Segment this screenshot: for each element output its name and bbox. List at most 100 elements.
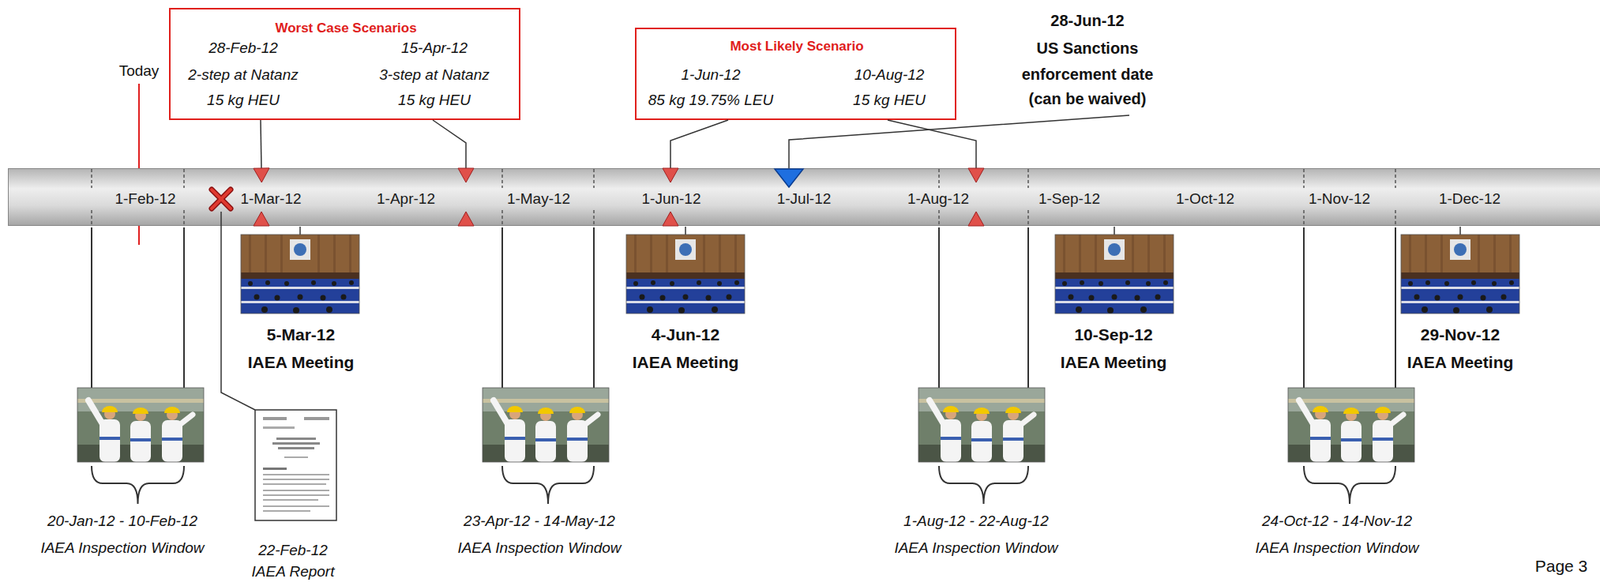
window-dashed-line-part <box>1303 210 1305 226</box>
window-dashed-line-part <box>90 169 93 188</box>
scenario-marker-part <box>968 211 985 226</box>
meeting-date: 5-Mar-12 <box>266 325 335 345</box>
report-date: 22-Feb-12 <box>258 541 328 560</box>
meeting-label: IAEA Meeting <box>632 353 740 372</box>
arrow-head <box>253 168 270 183</box>
inspector-photo <box>482 387 609 462</box>
scenario-marker <box>253 211 985 226</box>
report-x-mark-part <box>211 189 231 209</box>
scenario-connector <box>253 120 270 183</box>
report-icon-part <box>262 510 311 512</box>
inspection-window-lines-part <box>183 227 185 388</box>
meeting-label: IAEA Meeting <box>247 353 355 372</box>
report-icon-part <box>262 494 330 496</box>
window-dashed-line-part <box>1027 169 1030 188</box>
scenario-box: Worst Case Scenarios28-Feb-122-step at N… <box>169 7 521 121</box>
scenario-title: Most Likely Scenario <box>729 38 864 55</box>
window-dashed-line-part <box>1394 210 1397 226</box>
arrow-head <box>968 168 985 183</box>
report-x-mark <box>211 189 231 209</box>
report-icon-part <box>262 473 330 476</box>
connector-line <box>260 120 262 169</box>
window-dashed-line-part <box>1027 210 1030 226</box>
month-label: 1-Mar-12 <box>240 190 301 208</box>
report-icon-part <box>276 437 316 440</box>
month-label: 1-Feb-12 <box>114 190 176 208</box>
meeting-photo <box>626 234 745 314</box>
meeting-photo <box>1055 234 1174 314</box>
meeting-stub <box>300 226 1461 235</box>
report-icon-part <box>262 467 287 470</box>
report-x-mark-part <box>211 189 231 209</box>
sanctions-text: enforcement date <box>1021 65 1154 84</box>
page-number: Page 3 <box>1535 556 1589 576</box>
scenario-title: Worst Case Scenarios <box>274 20 417 37</box>
connector-line <box>670 120 729 169</box>
window-dashed-line-part <box>593 169 595 188</box>
scenario-text: 15 kg HEU <box>398 91 471 109</box>
report-icon-part <box>255 409 337 521</box>
window-dates: 20-Jan-12 - 10-Feb-12 <box>47 512 198 530</box>
inspection-window-lines-part <box>1303 227 1305 388</box>
meeting-label: IAEA Meeting <box>1060 353 1168 372</box>
meeting-photo <box>1400 234 1520 314</box>
inspector-photo <box>1288 387 1415 462</box>
connector-line <box>432 120 466 169</box>
meeting-date: 29-Nov-12 <box>1420 325 1500 345</box>
inspection-window-lines-part <box>938 227 940 388</box>
window-brace-part <box>938 465 1029 504</box>
window-dates: 24-Oct-12 - 14-Nov-12 <box>1261 512 1413 530</box>
meeting-stub-part <box>684 226 687 235</box>
report-icon-part <box>284 456 308 459</box>
meeting-date: 10-Sep-12 <box>1074 325 1153 345</box>
inspection-window-lines-part <box>1027 227 1030 388</box>
report-icon <box>255 409 337 521</box>
report-label: IAEA Report <box>251 563 335 581</box>
window-dates: 23-Apr-12 - 14-May-12 <box>463 512 616 530</box>
meeting-label: IAEA Meeting <box>1407 353 1514 372</box>
window-brace-part <box>91 465 185 504</box>
sanctions-text: US Sanctions <box>1036 39 1139 58</box>
meeting-stub-part <box>299 226 301 235</box>
window-brace <box>91 465 1396 504</box>
scenario-box: Most Likely Scenario1-Jun-1285 kg 19.75%… <box>634 27 957 121</box>
window-label: IAEA Inspection Window <box>893 539 1058 557</box>
month-label: 1-Nov-12 <box>1308 190 1371 208</box>
report-icon-part <box>262 478 330 481</box>
window-dashed-line-part <box>593 210 595 226</box>
report-icon-part <box>272 442 320 445</box>
scenario-date: 15-Apr-12 <box>401 39 468 57</box>
month-label: 1-Apr-12 <box>376 190 436 208</box>
scenario-connector <box>662 120 729 183</box>
inspector-photo <box>918 387 1045 462</box>
month-label: 1-May-12 <box>507 190 571 208</box>
inspection-window-lines-part <box>1394 227 1397 388</box>
meeting-stub-part <box>1459 226 1462 235</box>
report-x-mark-part <box>211 189 231 209</box>
window-dashed-line-part <box>938 210 940 226</box>
window-brace-part <box>1303 465 1396 504</box>
scenario-date: 10-Aug-12 <box>854 66 925 84</box>
report-x-mark-part <box>211 189 231 209</box>
timeline-bar: 1-Feb-121-Mar-121-Apr-121-May-121-Jun-12… <box>7 168 1600 226</box>
window-dashed-line-part <box>1303 169 1305 188</box>
scenario-marker-part <box>662 211 679 226</box>
window-dashed-line-part <box>938 169 940 188</box>
scenario-marker-part <box>458 211 474 226</box>
window-label: IAEA Inspection Window <box>40 539 204 557</box>
window-dashed-line-part <box>183 210 185 226</box>
window-label: IAEA Inspection Window <box>457 539 621 557</box>
window-dashed-line-part <box>1394 169 1397 188</box>
meeting-date: 4-Jun-12 <box>651 325 720 345</box>
scenario-date: 1-Jun-12 <box>681 66 741 84</box>
window-dashed-line-part <box>501 210 504 226</box>
report-leader <box>221 211 256 410</box>
report-icon-part <box>262 483 327 485</box>
connector-line <box>887 120 977 169</box>
inspection-window-lines-part <box>593 227 595 388</box>
inspection-window-lines <box>91 227 1396 388</box>
meeting-photo <box>240 234 360 314</box>
window-dashed-line-part <box>501 169 504 188</box>
